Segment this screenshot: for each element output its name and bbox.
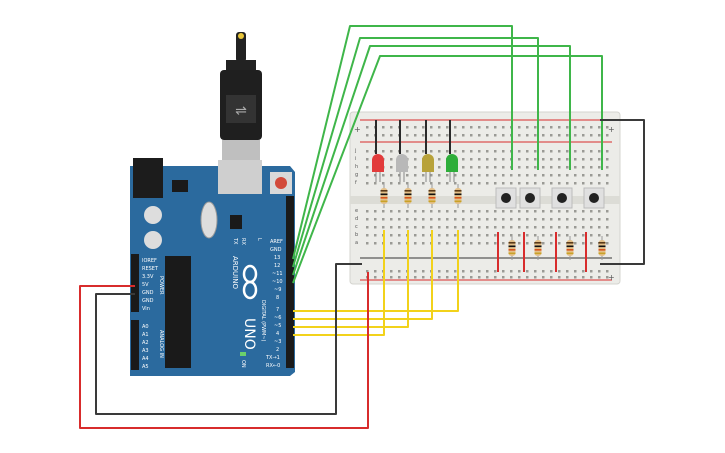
- digital-title: DIGITAL (PWM~): [260, 300, 266, 342]
- analog-pin-labels: A0 A1 A2 A3 A4 A5 ANALOG IN: [142, 324, 164, 370]
- analog-header: [131, 320, 139, 370]
- wire-black-rail-bridge: [600, 119, 645, 265]
- pushbutton[interactable]: [551, 187, 573, 209]
- row-letter-top: i: [355, 156, 356, 162]
- green-led: [446, 154, 458, 182]
- pin-a2-label: A2: [142, 340, 149, 346]
- digital-pin-labels: AREF GND 13 12 ~11 ~10 ~9 8 7 ~6 ~5 4 ~3…: [260, 239, 283, 369]
- button-cap[interactable]: [501, 193, 511, 203]
- pin-3v3-label: 3.3V: [142, 274, 154, 280]
- wire-black-gnd: [95, 263, 362, 415]
- pushbutton[interactable]: [583, 187, 605, 209]
- white-led: [396, 154, 408, 182]
- row-letter-top: j: [354, 148, 356, 154]
- microcontroller-chip: [165, 256, 191, 368]
- pin-a1-label: A1: [142, 332, 149, 338]
- pin-a4-label: A4: [142, 356, 149, 362]
- pin-5-label: ~5: [274, 323, 281, 329]
- arduino-brand: ARDUINO: [231, 256, 239, 289]
- yellow-led: [422, 154, 434, 182]
- row-letter-top: g: [355, 172, 358, 178]
- wires: [79, 25, 645, 429]
- tx-led-label: TX: [232, 237, 238, 245]
- resistor: [454, 184, 462, 208]
- bottom-rail-plus: +: [608, 273, 615, 282]
- pin-gnd2-label: GND: [142, 298, 154, 304]
- svg-text:⇌: ⇌: [235, 103, 247, 119]
- pin-a0-label: A0: [142, 324, 149, 330]
- pin-10-label: ~10: [272, 279, 283, 285]
- pushbutton[interactable]: [519, 187, 541, 209]
- pin-8-label: 8: [276, 295, 279, 301]
- wire-green-4: [292, 55, 603, 284]
- red-led: [372, 154, 384, 182]
- wire-red-5v: [79, 272, 369, 429]
- resistor: [428, 184, 436, 208]
- pin-vin-label: Vin: [142, 306, 150, 312]
- row-letter-top: h: [355, 164, 358, 170]
- pin-9-label: ~9: [274, 287, 281, 293]
- wire-green-3: [292, 45, 571, 276]
- pin-tx-label: TX→1: [265, 355, 280, 361]
- button-cap[interactable]: [525, 193, 535, 203]
- pin-rx-label: RX←0: [266, 363, 280, 369]
- l-led-label: L: [256, 238, 262, 241]
- row-letter-bottom: e: [355, 208, 358, 214]
- on-led-label: ON: [240, 360, 246, 368]
- power-header: [131, 254, 139, 312]
- resistor: [566, 236, 574, 260]
- row-letter-bottom: c: [355, 224, 358, 230]
- pin-12-label: 12: [274, 263, 280, 269]
- pin-a3-label: A3: [142, 348, 149, 354]
- top-rail-plus-right: +: [608, 125, 615, 134]
- wire-yellow-2: [293, 230, 433, 320]
- button-cap[interactable]: [557, 193, 567, 203]
- pushbutton[interactable]: [495, 187, 517, 209]
- row-letter-bottom: b: [355, 232, 358, 238]
- resistor: [380, 184, 388, 208]
- row-letter-top: f: [355, 180, 357, 186]
- wire-yellow-3: [293, 230, 409, 328]
- pin-6-label: ~6: [274, 315, 281, 321]
- resistor: [598, 236, 606, 260]
- top-rail-plus: +: [354, 125, 361, 134]
- pin-7-label: 7: [276, 307, 279, 313]
- pin-reset-label: RESET: [142, 266, 159, 272]
- pin-3-label: ~3: [274, 339, 281, 345]
- pin-a5-label: A5: [142, 364, 149, 370]
- led-group: [372, 154, 458, 182]
- rx-led-label: RX: [240, 238, 246, 245]
- pin-5v-label: 5V: [142, 282, 149, 288]
- wire-yellow-4: [293, 230, 385, 336]
- pin-aref-label: AREF: [270, 239, 283, 245]
- arduino-logo: [242, 264, 258, 300]
- pin-ioref-label: IOREF: [142, 258, 157, 264]
- pin-13-label: 13: [274, 255, 280, 261]
- wire-yellow-1: [293, 230, 459, 312]
- resistor: [508, 236, 516, 260]
- row-letter-bottom: a: [355, 240, 358, 246]
- digital-header: [286, 196, 294, 368]
- arduino-model: UNO: [241, 318, 257, 350]
- analog-title: ANALOG IN: [158, 330, 164, 358]
- pin-4-label: 4: [276, 331, 279, 337]
- row-letter-bottom: d: [355, 216, 358, 222]
- arduino-board: ARDUINO UNO TX RX L ON AREF GND 13 12 ~1…: [130, 158, 295, 376]
- button-cap[interactable]: [589, 193, 599, 203]
- wire-green-2: [292, 37, 539, 268]
- pin-gnd-label: GND: [270, 247, 282, 253]
- power-title: POWER: [158, 276, 164, 295]
- pin-2-label: 2: [276, 347, 279, 353]
- resistor-group: [380, 184, 606, 260]
- pin-gnd1-label: GND: [142, 290, 154, 296]
- resistor: [534, 236, 542, 260]
- power-pin-labels: IOREF RESET 3.3V 5V GND GND Vin POWER: [142, 258, 164, 312]
- pushbutton-group: [495, 187, 605, 209]
- resistor: [404, 184, 412, 208]
- on-led: [240, 352, 246, 356]
- pin-11-label: ~11: [272, 271, 283, 277]
- wire-green-1: [292, 25, 513, 260]
